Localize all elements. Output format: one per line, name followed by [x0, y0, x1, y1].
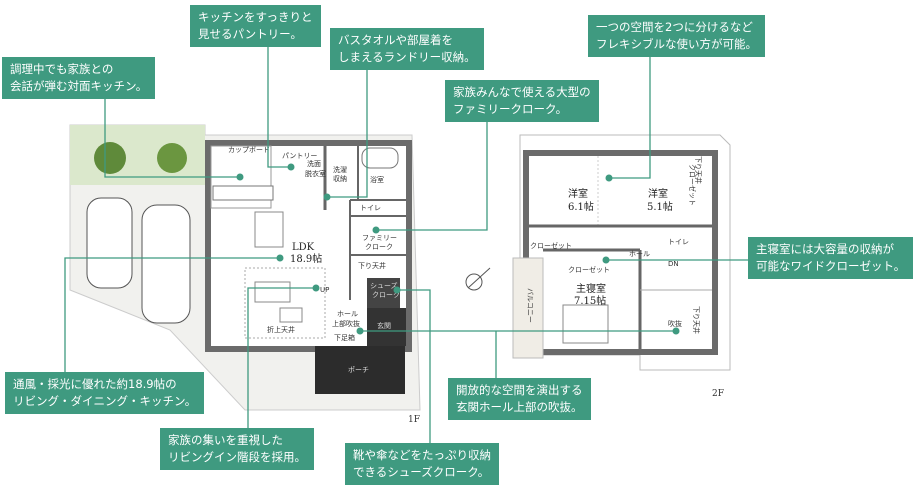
- svg-text:UP: UP: [320, 286, 329, 294]
- porch: [315, 346, 405, 394]
- leader-lines: [64, 45, 748, 443]
- svg-text:トイレ: トイレ: [668, 238, 689, 246]
- svg-text:パントリー: パントリー: [282, 152, 317, 160]
- callout-wide-closet: 主寝室には大容量の収納が可能なワイドクローゼット。: [748, 237, 914, 279]
- svg-text:下り天井: 下り天井: [358, 261, 386, 270]
- svg-text:収納: 収納: [333, 174, 347, 183]
- callout-atrium: 開放的な空間を演出する玄関ホール上部の吹抜。: [448, 378, 591, 420]
- svg-text:上部吹抜: 上部吹抜: [332, 319, 360, 328]
- callout-kitchen: 調理中でも家族との会話が弾む対面キッチン。: [2, 57, 156, 99]
- svg-text:7.15帖: 7.15帖: [574, 294, 606, 307]
- svg-text:折上天井: 折上天井: [267, 325, 295, 334]
- balcony: [512, 257, 544, 359]
- svg-text:ファミリー: ファミリー: [362, 234, 397, 242]
- callout-flexible-room: 一つの空間を2つに分けるなどフレキシブルな使い方が可能。: [588, 15, 765, 57]
- compass-icon: [465, 273, 483, 291]
- svg-text:クローゼット: クローゼット: [530, 241, 572, 250]
- svg-text:吹抜: 吹抜: [668, 319, 682, 328]
- car: [141, 204, 191, 324]
- svg-text:カップボード: カップボード: [228, 146, 270, 154]
- car: [86, 197, 133, 289]
- svg-text:DN: DN: [668, 260, 679, 268]
- room-labels-1f: カップボード パントリー 洗面 脱衣室 洗濯 収納 浴室 トイレ LDK 18.…: [228, 146, 400, 374]
- svg-text:クローク: クローク: [372, 291, 400, 299]
- tree: [94, 142, 126, 174]
- room-labels-2f: 洋室 6.1帖 洋室 5.1帖 クローゼット クローゼット クローゼット トイレ…: [526, 156, 703, 334]
- floor-label-1f: 1F: [408, 415, 420, 425]
- tree: [157, 143, 187, 173]
- svg-text:洋室: 洋室: [648, 187, 668, 200]
- svg-text:洗濯: 洗濯: [333, 165, 347, 174]
- callout-shoes-closet: 靴や傘などをたっぷり収納できるシューズクローク。: [345, 443, 499, 485]
- svg-text:脱衣室: 脱衣室: [305, 169, 326, 178]
- svg-text:浴室: 浴室: [370, 175, 384, 184]
- svg-text:6.1帖: 6.1帖: [568, 200, 594, 213]
- svg-text:下足箱: 下足箱: [334, 333, 355, 342]
- callout-pantry: キッチンをすっきりと見せるパントリー。: [190, 5, 321, 47]
- svg-text:5.1帖: 5.1帖: [647, 200, 673, 213]
- callout-laundry: バスタオルや部屋着をしまえるランドリー収納。: [330, 28, 484, 70]
- callout-ldk: 通風・採光に優れた約18.9帖のリビング・ダイニング・キッチン。: [5, 372, 205, 414]
- svg-text:洋室: 洋室: [568, 187, 588, 200]
- svg-text:ホール: ホール: [629, 250, 650, 258]
- svg-text:クローク: クローク: [365, 243, 393, 251]
- svg-text:LDK: LDK: [292, 242, 315, 253]
- svg-text:下り天井: 下り天井: [694, 156, 703, 184]
- callout-family-cloak: 家族みんなで使える大型のファミリークローク。: [445, 80, 599, 122]
- svg-text:バルコニー: バルコニー: [526, 288, 534, 323]
- svg-text:18.9帖: 18.9帖: [290, 252, 322, 265]
- shoes-closet: [367, 278, 400, 308]
- floor-label-2f: 2F: [712, 389, 724, 399]
- svg-text:クローゼット: クローゼット: [568, 265, 610, 274]
- svg-text:下り天井: 下り天井: [692, 306, 701, 334]
- svg-text:主寝室: 主寝室: [576, 282, 606, 295]
- svg-text:ポーチ: ポーチ: [348, 366, 369, 374]
- entrance: [367, 308, 406, 346]
- svg-text:玄関: 玄関: [377, 321, 391, 330]
- svg-text:ホール: ホール: [337, 310, 358, 318]
- callout-living-stairs: 家族の集いを重視したリビングイン階段を採用。: [160, 428, 314, 470]
- svg-text:トイレ: トイレ: [360, 204, 381, 212]
- svg-text:クローゼット: クローゼット: [688, 164, 697, 206]
- svg-text:シューズ: シューズ: [370, 281, 398, 290]
- svg-text:洗面: 洗面: [307, 159, 321, 168]
